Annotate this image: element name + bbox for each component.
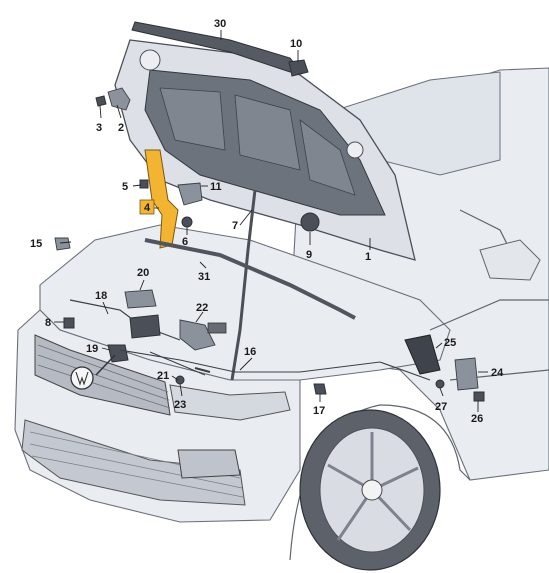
part-labels: 1 2 3 4 5 6 7 8 9 10 11 15 16 17 18 19 2… (30, 18, 504, 425)
label-26: 26 (471, 413, 483, 425)
headlight (169, 384, 291, 421)
label-9: 9 (306, 249, 312, 261)
label-20: 20 (137, 267, 149, 279)
part-21-cable-end (194, 367, 211, 373)
part-3-nut (95, 95, 107, 107)
part-9-buffer (300, 212, 320, 232)
label-15: 15 (30, 238, 42, 250)
part-26-cap (473, 391, 485, 402)
label-21: 21 (157, 370, 169, 382)
part-7-prop-rod (230, 189, 257, 381)
part-15-cap (54, 237, 71, 251)
label-7: 7 (232, 220, 238, 232)
fog-light (177, 449, 241, 479)
part-10-buffer (288, 59, 309, 77)
label-24: 24 (491, 367, 504, 379)
label-2: 2 (118, 122, 124, 134)
part-27-screw (435, 379, 445, 389)
part-25-handle (404, 334, 441, 375)
label-19: 19 (86, 343, 98, 355)
bonnet (114, 39, 416, 261)
part-11-bracket (177, 182, 203, 206)
part-20-plate (124, 289, 157, 309)
label-30: 30 (214, 18, 226, 30)
part-31-seal (144, 238, 356, 320)
label-3: 3 (96, 122, 102, 134)
label-8: 8 (45, 317, 51, 329)
part-18-lock (129, 314, 161, 339)
label-4: 4 (144, 202, 151, 214)
side-mirror (479, 239, 541, 281)
part-8-clip (63, 317, 75, 329)
label-1: 1 (365, 251, 371, 263)
label-6: 6 (182, 236, 188, 248)
label-5: 5 (122, 181, 128, 193)
label-27: 27 (435, 401, 447, 413)
part-2-bracket (107, 87, 131, 111)
label-11: 11 (210, 181, 222, 193)
part-24-bracket (454, 357, 479, 391)
label-18: 18 (95, 290, 107, 302)
part-17-clip (313, 383, 327, 395)
part-6-screw (181, 216, 193, 228)
part-5-clip (139, 179, 149, 189)
label-31: 31 (198, 271, 210, 283)
label-17: 17 (313, 405, 325, 417)
label-4-highlight-box (139, 199, 155, 215)
leader-lines (54, 30, 488, 412)
label-23: 23 (174, 399, 186, 411)
label-10: 10 (290, 38, 302, 50)
part-16-cable (119, 349, 431, 381)
part-22-latch (179, 319, 216, 351)
front-grille (34, 334, 171, 416)
label-25: 25 (444, 337, 456, 349)
label-16: 16 (244, 346, 256, 358)
label-22: 22 (196, 302, 208, 314)
